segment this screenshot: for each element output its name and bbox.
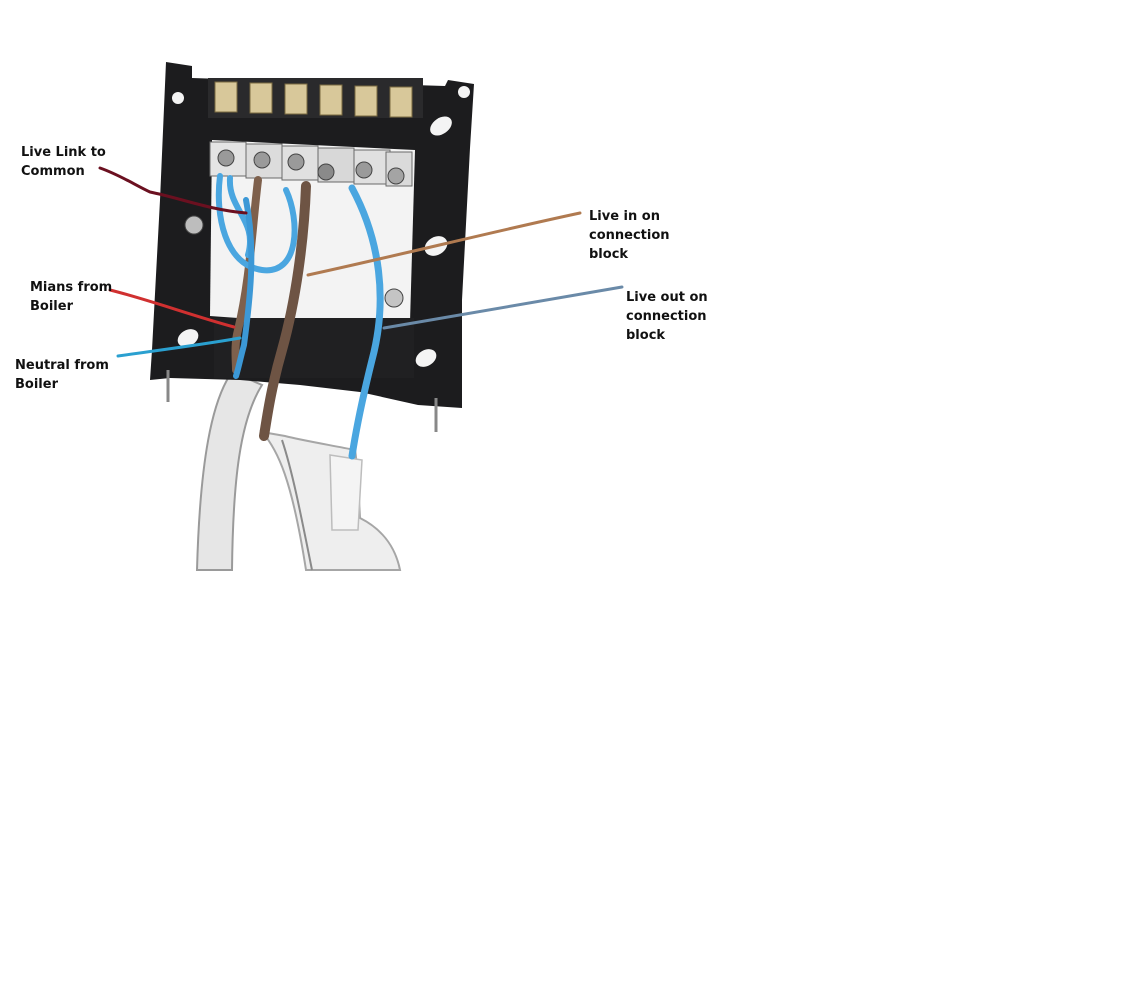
mount-slot-right-upper [430, 116, 452, 136]
label-mains-from-boiler: Mians from Boiler [30, 280, 113, 314]
screw-block-2 [245, 143, 283, 179]
grey-cable-end [329, 454, 363, 531]
mount-slot-left-lower [177, 329, 199, 347]
screw-head-6 [387, 167, 405, 185]
mount-slot-right-lower [415, 349, 437, 367]
screw-head-5 [355, 161, 373, 179]
pointer-live-in [306, 211, 582, 277]
terminal-strip [208, 78, 423, 118]
screw-terminals [209, 141, 413, 187]
brown-wire-mains [231, 176, 262, 374]
terminal-contact-2 [249, 82, 273, 114]
pointer-live-link [98, 166, 248, 215]
screw-head-1 [217, 149, 235, 167]
terminal-contact-5 [354, 85, 378, 117]
blue-wire-link-loop [215, 173, 298, 274]
brown-wire-live-in [259, 181, 311, 441]
grey-cable-left [195, 370, 264, 571]
terminal-contact-6 [389, 86, 413, 118]
screw-head-4 [317, 163, 335, 181]
mount-screw-left [184, 215, 204, 235]
label-neutral-from-boiler: Neutral from Boiler [15, 358, 109, 392]
screw-head-2 [253, 151, 271, 169]
fixing-pins [166, 370, 438, 432]
mount-hole-top-left [172, 92, 184, 104]
pointer-mains [108, 288, 236, 329]
grey-cable-shadow [281, 439, 313, 571]
mount-screw-right [384, 288, 404, 308]
label-live-link-to-common: Live Link to Common [21, 145, 106, 179]
wires [215, 173, 384, 460]
blue-wire-neutral [233, 197, 255, 379]
screw-head-3 [287, 153, 305, 171]
blue-wire-live-out [348, 184, 384, 460]
mount-hole-top-right [458, 86, 470, 98]
pointer-live-out [382, 285, 624, 330]
label-live-out-on-connection-block: Live out on connection block [626, 290, 708, 343]
annotation-pointers [98, 166, 624, 358]
label-live-in-on-connection-block: Live in on connection block [589, 209, 670, 262]
grey-cable-sheaths [195, 370, 402, 571]
terminal-contact-1 [214, 81, 238, 113]
terminal-contact-3 [284, 83, 308, 115]
terminal-contact-4 [319, 84, 343, 116]
pointer-neutral [116, 336, 242, 358]
terminal-contacts [214, 81, 413, 118]
